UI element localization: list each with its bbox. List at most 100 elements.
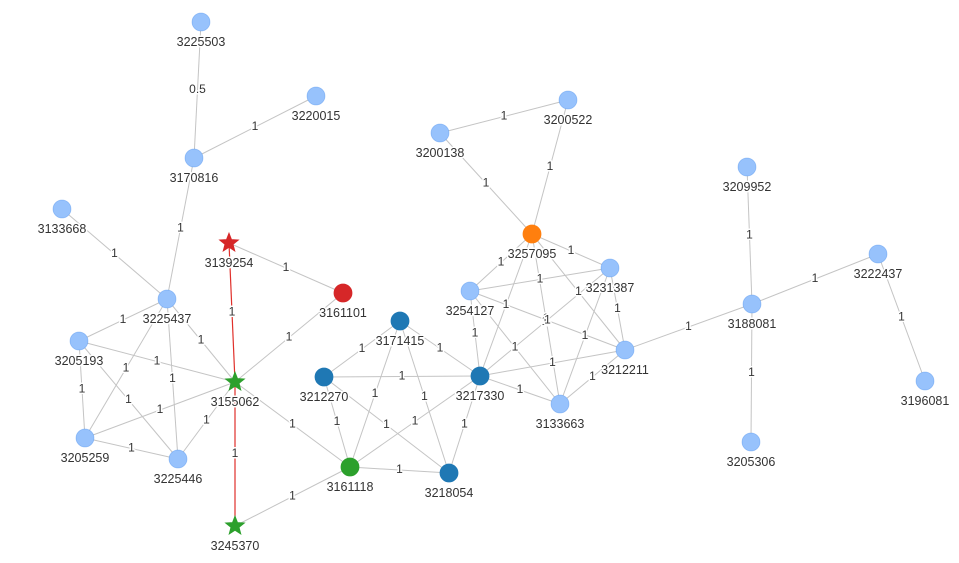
node-label: 3133663 bbox=[536, 417, 585, 431]
edge-3254127-3217330 bbox=[469, 290, 481, 377]
node-3212270[interactable] bbox=[314, 367, 334, 387]
edge-weight-label: 1 bbox=[472, 326, 479, 340]
edge-3200138-3200522 bbox=[439, 99, 569, 134]
node-3161118[interactable] bbox=[340, 457, 360, 477]
edge-3188081-3222437 bbox=[751, 253, 879, 305]
node-label: 3209952 bbox=[723, 180, 772, 194]
node-label: 3155062 bbox=[211, 395, 260, 409]
edge-3231387-3133663 bbox=[559, 267, 611, 405]
edge-weight-label: 1 bbox=[512, 340, 519, 354]
edge-3212270-3161118 bbox=[323, 376, 351, 468]
node-label: 3225437 bbox=[143, 312, 192, 326]
edge-3133663-3212211 bbox=[559, 349, 626, 405]
edge-3171415-3218054 bbox=[399, 320, 450, 474]
node-3222437[interactable] bbox=[868, 244, 888, 264]
node-3205259[interactable] bbox=[75, 428, 95, 448]
node-3231387[interactable] bbox=[600, 258, 620, 278]
edge-3205259-3155062 bbox=[84, 381, 236, 439]
node-star-3139254[interactable] bbox=[218, 231, 240, 252]
edge-weight-label: 1 bbox=[125, 392, 132, 406]
node-3217330[interactable] bbox=[470, 366, 490, 386]
node-label: 3225446 bbox=[154, 472, 203, 486]
edge-3220015-3170816 bbox=[193, 95, 317, 159]
edge-3170816-3225437 bbox=[166, 157, 195, 300]
node-label: 3222437 bbox=[854, 267, 903, 281]
node-star-3245370[interactable] bbox=[224, 514, 246, 535]
edge-weight-label: 1 bbox=[501, 109, 508, 123]
edge-3161118-3218054 bbox=[349, 466, 450, 474]
node-star-3155062[interactable] bbox=[224, 370, 246, 391]
edge-3205193-3205259 bbox=[78, 340, 86, 439]
edge-3212270-3218054 bbox=[323, 376, 450, 474]
edge-weight-label: 1 bbox=[437, 341, 444, 355]
edge-weight-label: 1 bbox=[359, 341, 366, 355]
edge-weight-label: 1 bbox=[79, 382, 86, 396]
node-3205193[interactable] bbox=[69, 331, 89, 351]
node-label: 3257095 bbox=[508, 247, 557, 261]
edge-weight-label: 1 bbox=[283, 260, 290, 274]
edge-weight-label: 1 bbox=[289, 417, 296, 431]
node-label: 3254127 bbox=[446, 304, 495, 318]
node-label: 3161118 bbox=[327, 480, 374, 494]
node-label: 3133668 bbox=[38, 222, 87, 236]
node-3200138[interactable] bbox=[430, 123, 450, 143]
edge-3212211-3188081 bbox=[624, 303, 753, 351]
edge-weight-label: 1 bbox=[203, 413, 210, 427]
node-label: 3245370 bbox=[211, 539, 260, 553]
node-label: 3218054 bbox=[425, 486, 474, 500]
edge-3231387-3212211 bbox=[609, 267, 626, 351]
node-label: 3170816 bbox=[170, 171, 219, 185]
edge-3205193-3225446 bbox=[78, 340, 179, 460]
edge-3225503-3170816 bbox=[193, 21, 202, 159]
node-3225437[interactable] bbox=[157, 289, 177, 309]
node-label: 3200522 bbox=[544, 113, 593, 127]
edge-3200138-3257095 bbox=[439, 132, 533, 235]
node-3161101[interactable] bbox=[333, 283, 353, 303]
node-3225446[interactable] bbox=[168, 449, 188, 469]
edge-3217330-3212211 bbox=[479, 349, 626, 377]
edge-3161118-3217330 bbox=[349, 375, 481, 468]
edge-weight-label: 1 bbox=[232, 446, 239, 460]
edge-3254127-3133663 bbox=[469, 290, 561, 405]
edge-weight-label: 1 bbox=[685, 319, 692, 333]
edge-3257095-3254127 bbox=[469, 233, 533, 292]
node-3209952[interactable] bbox=[737, 157, 757, 177]
node-3188081[interactable] bbox=[742, 294, 762, 314]
node-3218054[interactable] bbox=[439, 463, 459, 483]
node-3220015[interactable] bbox=[306, 86, 326, 106]
node-label: 3205306 bbox=[727, 455, 776, 469]
edge-weight-label: 1 bbox=[812, 271, 819, 285]
edge-weight-label: 1 bbox=[383, 417, 390, 431]
edge-3225437-3225446 bbox=[166, 298, 179, 460]
node-3133668[interactable] bbox=[52, 199, 72, 219]
edge-weight-label: 1 bbox=[517, 382, 524, 396]
edge-weight-label: 1 bbox=[198, 333, 205, 347]
node-3133663[interactable] bbox=[550, 394, 570, 414]
node-label: 3220015 bbox=[292, 109, 341, 123]
edge-3257095-3231387 bbox=[531, 233, 611, 269]
edge-weight-label: 1 bbox=[289, 489, 296, 503]
node-3170816[interactable] bbox=[184, 148, 204, 168]
node-3212211[interactable] bbox=[615, 340, 635, 360]
edge-3200522-3257095 bbox=[531, 99, 569, 235]
edge-weight-label: 1 bbox=[334, 414, 341, 428]
edge-weight-label: 1 bbox=[549, 355, 556, 369]
node-3257095[interactable] bbox=[522, 224, 542, 244]
edge-weight-label: 1 bbox=[748, 365, 755, 379]
edge-weight-label: 1 bbox=[898, 310, 905, 324]
edge-3188081-3205306 bbox=[750, 303, 753, 443]
edge-weight-label: 1 bbox=[582, 328, 589, 342]
node-3200522[interactable] bbox=[558, 90, 578, 110]
edge-weight-label: 1 bbox=[544, 313, 551, 327]
node-3225503[interactable] bbox=[191, 12, 211, 32]
node-3205306[interactable] bbox=[741, 432, 761, 452]
edge-3225437-3155062 bbox=[166, 298, 236, 383]
node-3254127[interactable] bbox=[460, 281, 480, 301]
edge-3245370-3161118 bbox=[234, 466, 351, 527]
node-3196081[interactable] bbox=[915, 371, 935, 391]
edge-3209952-3188081 bbox=[746, 166, 753, 305]
edge-3171415-3217330 bbox=[399, 320, 481, 377]
node-3171415[interactable] bbox=[390, 311, 410, 331]
